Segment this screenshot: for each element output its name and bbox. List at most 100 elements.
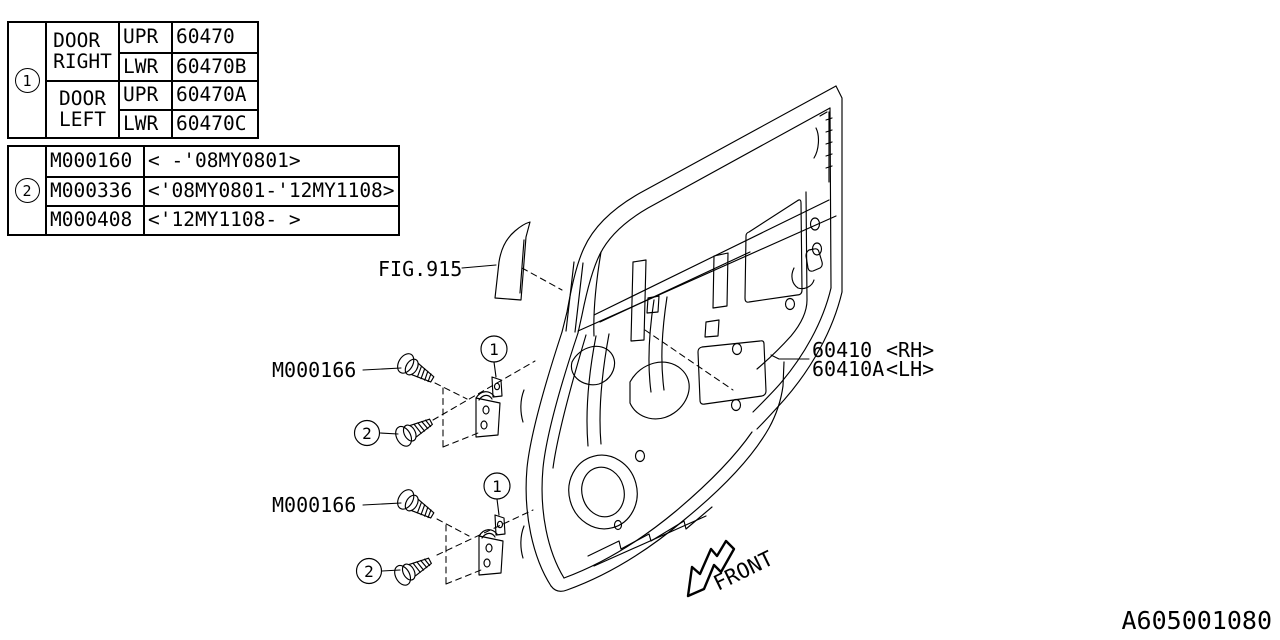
- m000166-lower-leader: [362, 502, 402, 506]
- part-60470B: 60470B: [171, 51, 257, 80]
- slot-cutout-b: [712, 252, 729, 309]
- panel-60410-leader: [770, 354, 810, 360]
- bolt-hole-3: [784, 297, 796, 311]
- upper-bolt-dash: [434, 382, 468, 400]
- part-60470A: 60470A: [171, 80, 257, 109]
- panel-part-rh-side: <RH>: [886, 338, 934, 362]
- callout-2-upper: 2: [353, 419, 381, 447]
- pos-lwr-right: LWR: [118, 51, 171, 80]
- bolt-hole-6: [634, 449, 646, 463]
- lower-hinge-bolt-door: [393, 486, 439, 525]
- sail-garnish-outline: [494, 221, 531, 301]
- callout1-upper-leader: [493, 361, 497, 378]
- upper-hinge: [475, 376, 503, 438]
- lower-access-cutout: [697, 340, 767, 405]
- square-hole-a: [646, 295, 660, 314]
- callout-2-badge: 2: [14, 178, 40, 203]
- front-arrow: [686, 539, 736, 598]
- panel-crease-2: [648, 296, 668, 393]
- lower-hinge-axis-dash: [436, 509, 534, 556]
- speaker-hole-outer: [568, 454, 638, 530]
- pocket-step-line: [593, 515, 707, 567]
- door-front-edge: [525, 331, 563, 587]
- pos-upr-right: UPR: [118, 23, 171, 52]
- bolt-hole-1: [809, 217, 821, 231]
- door-front-hem: [541, 332, 579, 579]
- pocket-steps: [587, 506, 713, 557]
- bolt-part-table: 2 M000160 < -'08MY0801> M000336 <'08MY08…: [7, 145, 400, 236]
- slot-cutout-a: [630, 259, 647, 342]
- bolt-hole-7: [613, 519, 623, 531]
- pos-upr-left: UPR: [118, 80, 171, 109]
- part-M000160: M000160: [45, 147, 143, 176]
- belt-detail-squiggle: [791, 267, 815, 290]
- belt-line-3: [599, 251, 751, 323]
- panel-crease-1: [586, 333, 610, 447]
- callout-1-upper: 1: [480, 335, 508, 363]
- lower-hinge: [478, 514, 506, 576]
- dashed-reference-lines: [432, 267, 734, 585]
- door-bottom-inner: [563, 431, 753, 579]
- square-hole-b: [704, 319, 720, 338]
- door-panel-drawing: [520, 85, 843, 592]
- table1-door-left-cell: DOOR LEFT: [45, 80, 118, 137]
- bolt-part-label-upper: M000166: [272, 358, 356, 382]
- fig915-dashed-leader: [521, 267, 563, 291]
- callout-1-upper-text: 1: [489, 340, 499, 359]
- fig915-leader: [461, 264, 497, 269]
- callout-2-lower-text: 2: [364, 562, 374, 581]
- pos-lwr-left: LWR: [118, 108, 171, 137]
- door-right-line1: DOOR: [53, 29, 101, 53]
- rear-bracket: [805, 248, 823, 272]
- lower-mount-plane-dash: [445, 524, 482, 585]
- corner-detail: [813, 111, 828, 159]
- callout-2-lower: 2: [355, 557, 383, 585]
- panel-blob-1: [570, 345, 616, 386]
- door-bottom-edge: [550, 361, 785, 592]
- table1-door-right-cell: DOOR RIGHT: [45, 23, 118, 80]
- upper-hinge-axis-dash: [432, 360, 536, 421]
- range-M000160: < -'08MY0801>: [143, 147, 398, 176]
- part-M000336: M000336: [45, 176, 143, 205]
- inner-panel-right-edge: [756, 191, 808, 370]
- m000166-upper-leader: [362, 367, 402, 371]
- hinge-mount-bumps: [520, 389, 525, 559]
- door-rear-edge-inner: [829, 107, 832, 289]
- range-M000408: <'12MY1108- >: [143, 205, 398, 234]
- drawing-number: A605001080: [1121, 606, 1272, 635]
- range-M000336: <'08MY0801-'12MY1108>: [143, 176, 398, 205]
- callout2-upper-leader: [379, 432, 399, 435]
- callout2-lower-leader: [381, 569, 401, 572]
- speaker-hole-inner: [581, 466, 625, 518]
- latch-access-cutout: [744, 199, 803, 303]
- window-frame-inner: [577, 107, 831, 334]
- sail-garnish-crease: [519, 239, 525, 294]
- door-rear-skin-1: [756, 291, 843, 430]
- fig-ref-label: FIG.915: [378, 257, 462, 281]
- part-60470: 60470: [171, 23, 257, 52]
- front-sash-line: [593, 251, 602, 337]
- table2-badge-cell: 2: [9, 147, 45, 234]
- front-direction-indicator: FRONT: [686, 539, 777, 598]
- bolt-hole-4: [731, 342, 743, 356]
- part-60470C: 60470C: [171, 108, 257, 137]
- door-rear-skin-2: [752, 287, 832, 413]
- panel-dashed-line: [644, 329, 734, 391]
- part-M000408: M000408: [45, 205, 143, 234]
- door-rear-edge-outer: [835, 85, 843, 293]
- lower-bolt-dash: [436, 518, 470, 537]
- door-left-line2: LEFT: [59, 107, 106, 131]
- bolt-hole-5: [730, 398, 742, 412]
- door-left-line1: DOOR: [59, 87, 106, 111]
- leader-lines: [362, 264, 810, 572]
- upper-hinge-bolt-body: [391, 411, 437, 450]
- door-right-line2: RIGHT: [53, 49, 112, 73]
- belt-line-1: [593, 199, 830, 316]
- callout-2-upper-text: 2: [362, 424, 372, 443]
- panel-part-rh-code: 60410: [812, 338, 872, 362]
- panel-part-lh-code: 60410A: [812, 357, 884, 381]
- door-panel-part-table: 1 DOOR RIGHT DOOR LEFT UPR 60470 LWR 604…: [7, 21, 259, 139]
- panel-blob-2: [629, 361, 690, 420]
